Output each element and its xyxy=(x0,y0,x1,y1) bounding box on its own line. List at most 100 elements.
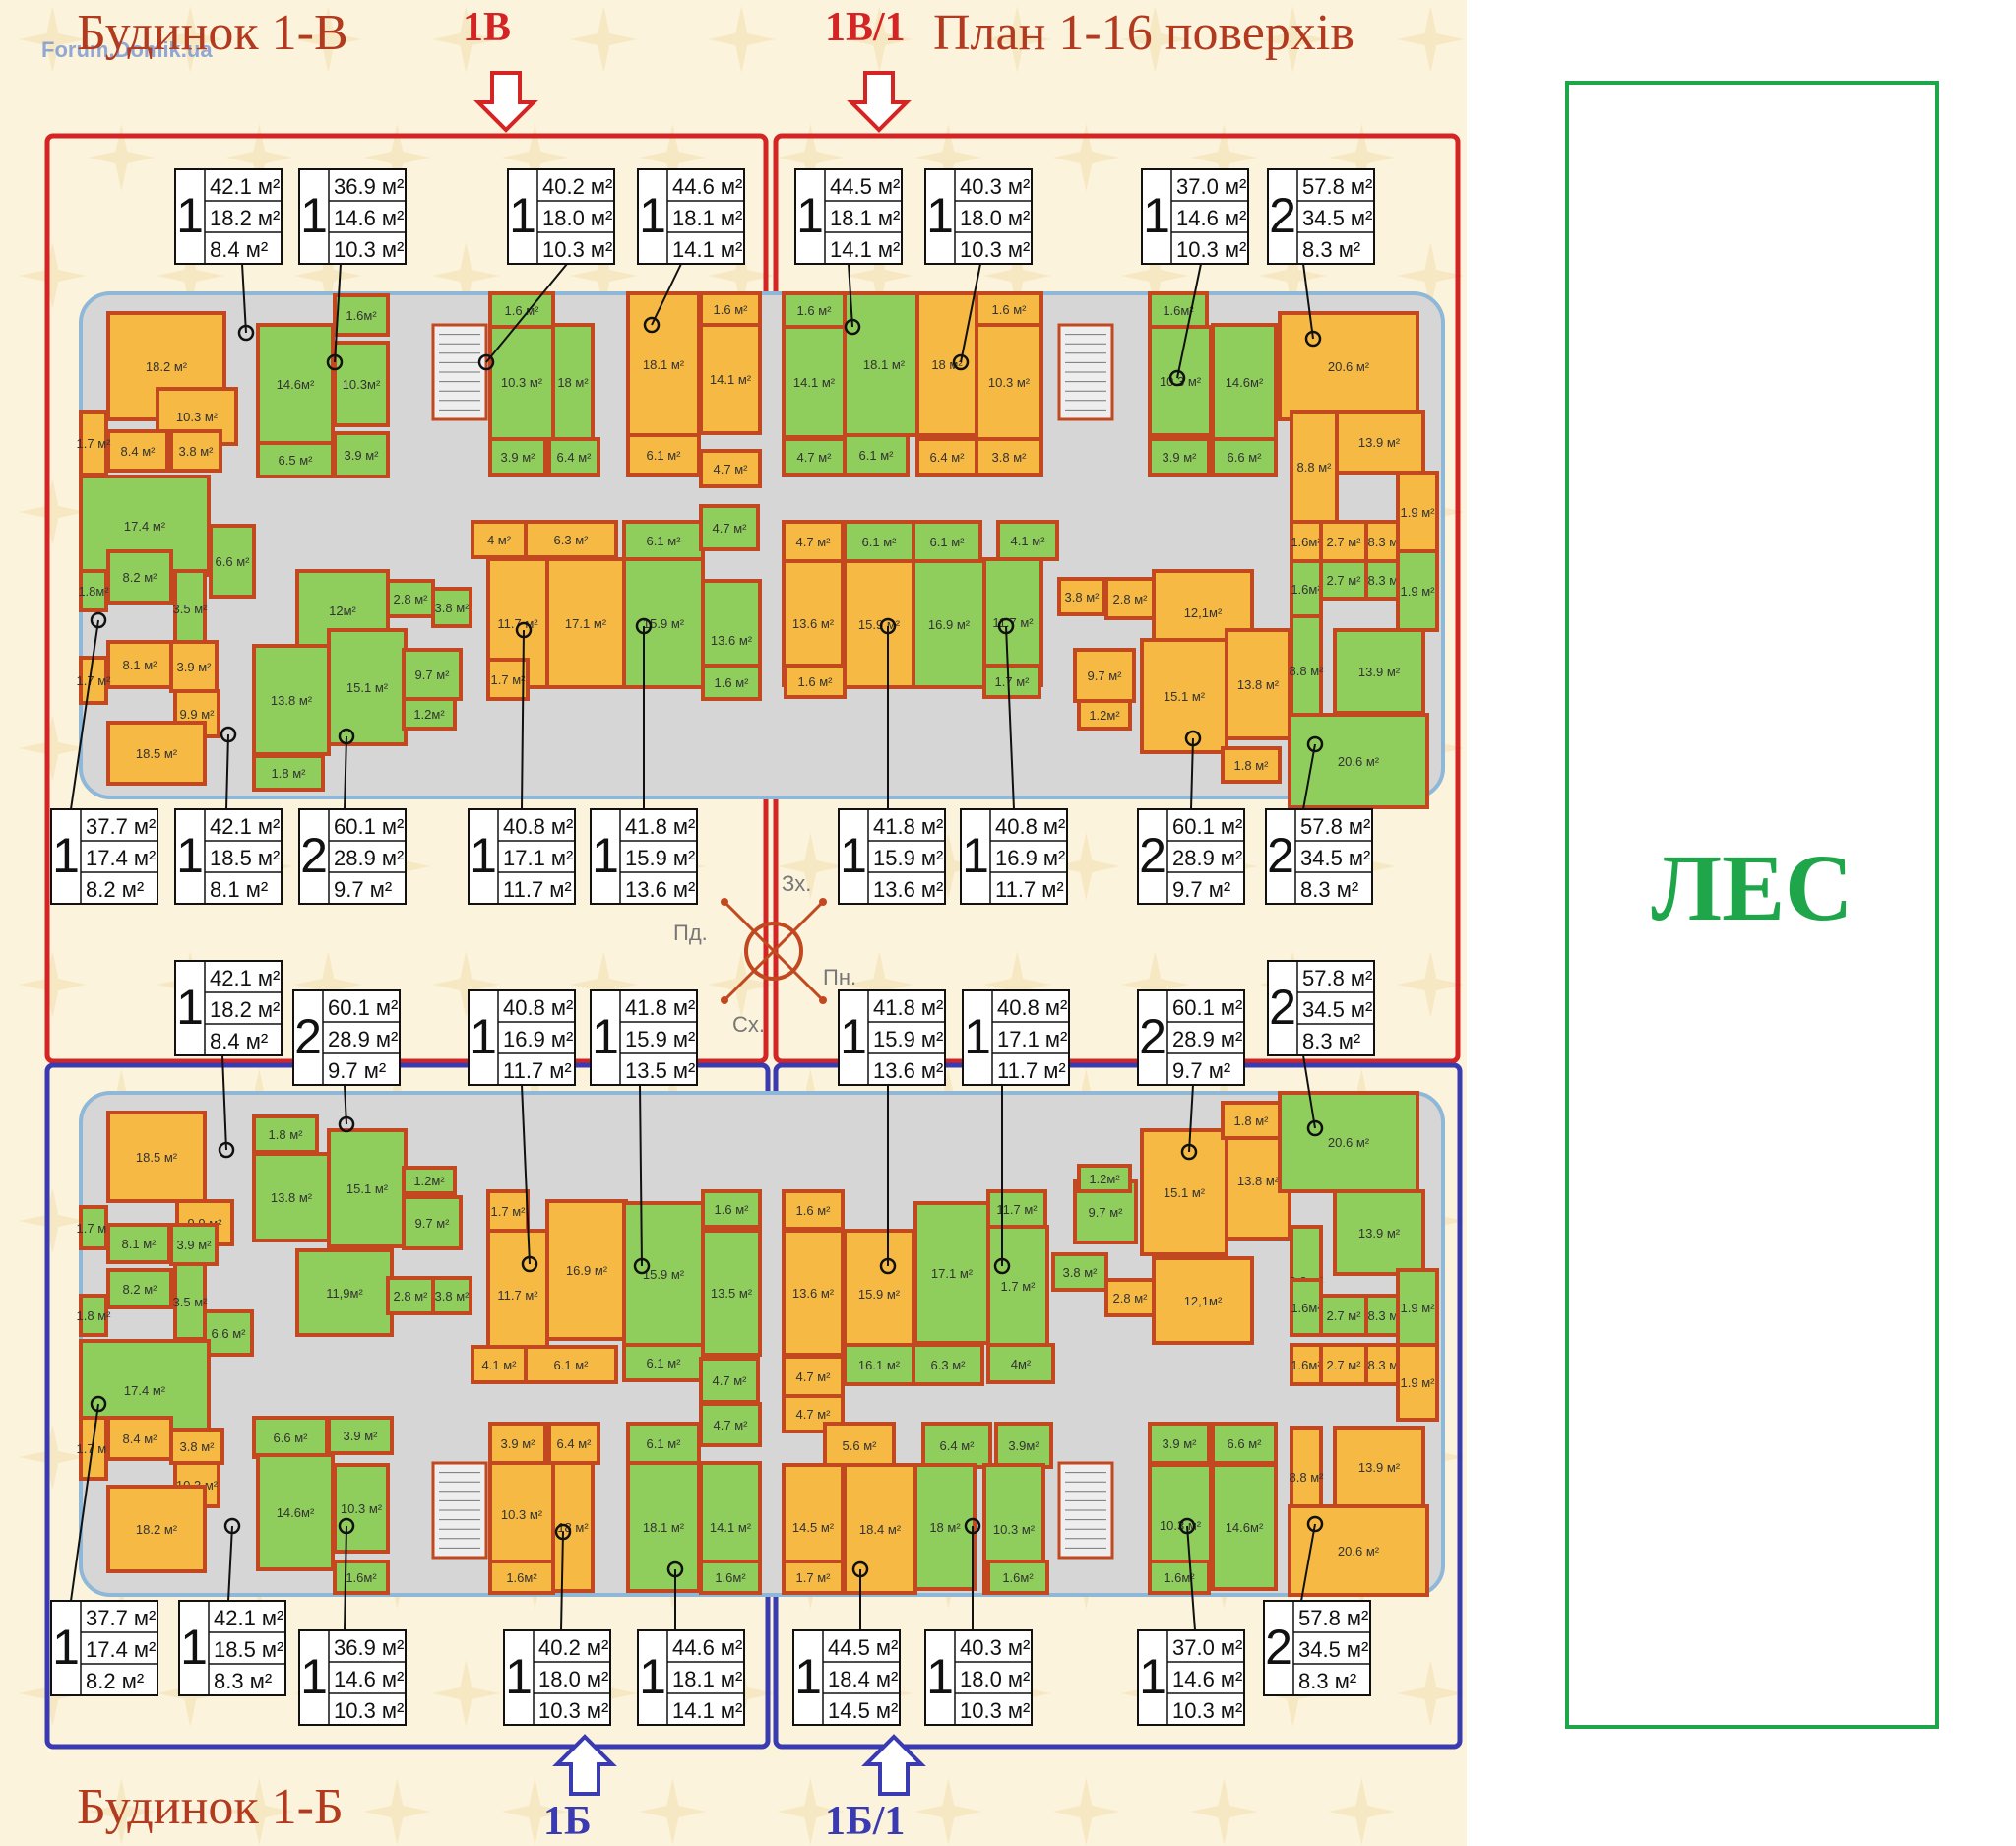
room-area-label: 2.8 м² xyxy=(1113,592,1149,606)
info-box-frame xyxy=(50,808,158,905)
apartment-total-area: 36.9 м² xyxy=(334,1635,404,1660)
compass-north-label: Пн. xyxy=(823,965,856,989)
leader-line xyxy=(70,1403,99,1602)
leader-marker xyxy=(879,617,897,635)
info-box-frame xyxy=(1267,168,1375,265)
background-star xyxy=(914,1778,982,1845)
room-area-label: 14.6м² xyxy=(1226,1520,1264,1535)
room-area-label: 1.6м² xyxy=(1291,1358,1322,1372)
room-area-label: 3.9 м² xyxy=(1163,1436,1198,1451)
apartment-kitchen-area: 10.3 м² xyxy=(1172,1698,1242,1723)
background-star xyxy=(1466,1338,1467,1340)
plan-title: План 1-16 поверхів xyxy=(933,5,1354,61)
apartment-total-area: 36.9 м² xyxy=(334,174,404,199)
room-area-label: 4.7 м² xyxy=(796,1369,832,1384)
room-area-label: 6.1 м² xyxy=(930,535,966,549)
room-area-label: 1.2м² xyxy=(413,707,445,722)
room-area-label: 1.7 м² xyxy=(491,672,527,687)
room-area-label: 4.7 м² xyxy=(713,521,748,536)
apartment-room-count: 1 xyxy=(470,1009,497,1064)
apartment-living-area: 28.9 м² xyxy=(1172,846,1242,870)
room-cell xyxy=(1211,437,1278,477)
apartment-total-area: 40.2 м² xyxy=(542,174,612,199)
background-star xyxy=(19,242,87,309)
apartment-total-area: 37.7 м² xyxy=(86,814,156,839)
room-area-label: 2.8 м² xyxy=(1113,1291,1149,1305)
background-star xyxy=(19,6,87,73)
apartment-total-area: 42.1 м² xyxy=(210,814,280,839)
background-star xyxy=(432,1660,500,1727)
background-star xyxy=(19,1187,87,1254)
leader-line xyxy=(70,619,99,810)
compass-tip xyxy=(721,996,728,1004)
room-area-label: 11.7 м² xyxy=(996,1202,1038,1217)
room-area-label: 1.2м² xyxy=(413,1174,445,1188)
background-star xyxy=(983,6,1051,73)
room-cell xyxy=(79,1294,108,1337)
apartment-room-count: 1 xyxy=(639,1649,666,1704)
room-cell xyxy=(1319,1343,1368,1386)
room-cell xyxy=(699,449,762,488)
background-star xyxy=(363,1778,431,1845)
room-cell xyxy=(252,644,331,756)
background-star xyxy=(1466,1102,1467,1104)
apartment-total-area: 44.5 м² xyxy=(830,174,900,199)
room-area-label: 9.7 м² xyxy=(1088,668,1123,683)
room-area-label: 8.1 м² xyxy=(122,1237,158,1251)
room-area-label: 3.8 м² xyxy=(1065,590,1101,605)
room-cell xyxy=(106,1268,173,1309)
apartment-living-area: 18.4 м² xyxy=(828,1667,898,1691)
room-cell xyxy=(1278,1091,1419,1193)
background-star xyxy=(1466,393,1467,395)
apartment-room-count: 1 xyxy=(300,1649,328,1704)
apartment-kitchen-area: 8.3 м² xyxy=(1298,1669,1356,1693)
background-star xyxy=(294,951,362,1018)
room-area-label: 1.6 м² xyxy=(505,303,540,318)
leader-marker xyxy=(844,318,861,336)
section-1b1-label: 1Б/1 xyxy=(825,1799,906,1844)
room-area-label: 13.9 м² xyxy=(1358,1226,1401,1241)
room-cell xyxy=(431,1276,472,1315)
background-star xyxy=(1259,6,1327,73)
room-area-label: 1.7 м² xyxy=(1001,1279,1037,1294)
background-star xyxy=(1397,951,1465,1018)
leader-marker xyxy=(879,1257,897,1275)
apartment-total-area: 37.0 м² xyxy=(1172,1635,1242,1660)
apartment-kitchen-area: 10.3 м² xyxy=(538,1698,608,1723)
room-cell xyxy=(1290,1278,1323,1337)
background-star xyxy=(914,833,982,900)
room-area-label: 4.7 м² xyxy=(797,450,833,465)
room-cell xyxy=(1211,323,1278,441)
apartment-kitchen-area: 11.7 м² xyxy=(997,1058,1066,1083)
room-area-label: 13.9 м² xyxy=(1358,1460,1401,1475)
room-cell xyxy=(1290,410,1339,524)
leader-marker xyxy=(1306,735,1324,753)
room-cell xyxy=(488,437,547,477)
apartment-living-area: 34.5 м² xyxy=(1302,997,1372,1022)
background-star xyxy=(1466,629,1467,631)
room-cell xyxy=(1077,1164,1132,1193)
room-cell xyxy=(402,1195,463,1250)
room-area-label: 4.1 м² xyxy=(1011,534,1046,548)
apartment-living-area: 18.5 м² xyxy=(214,1637,284,1662)
leader-line xyxy=(1005,625,1015,810)
room-cell xyxy=(333,431,390,478)
apartment-room-count: 1 xyxy=(794,1649,822,1704)
info-box-frame xyxy=(298,168,407,265)
room-area-label: 4.7 м² xyxy=(714,1418,749,1432)
room-cell xyxy=(1396,1268,1439,1347)
room-cell xyxy=(1288,1504,1429,1597)
room-cell xyxy=(1290,520,1323,563)
apartment-total-area: 60.1 м² xyxy=(1172,995,1242,1020)
room-area-label: 3.8 м² xyxy=(1063,1265,1099,1280)
room-area-label: 1.6м² xyxy=(1291,535,1322,549)
room-cell xyxy=(1057,577,1106,616)
background-star xyxy=(157,6,224,73)
room-area-label: 13.5 м² xyxy=(711,1286,753,1301)
